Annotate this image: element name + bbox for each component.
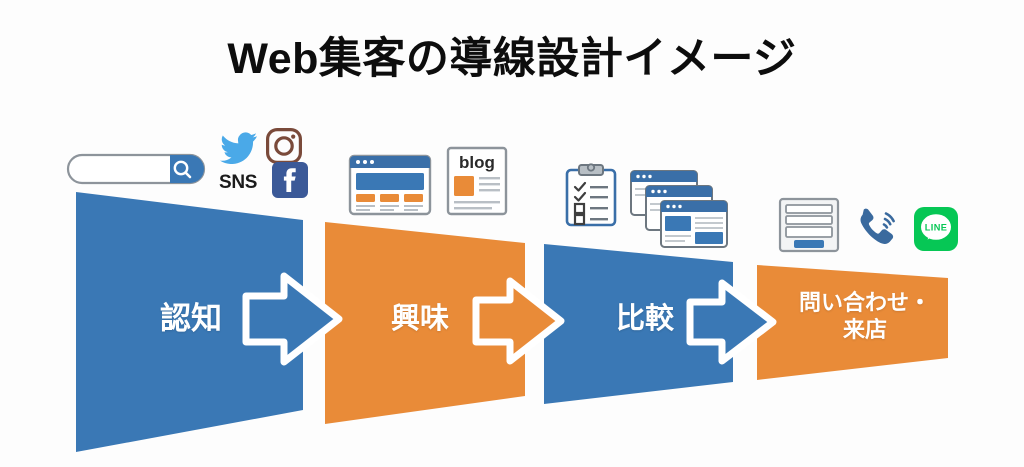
connector-arrow-1	[242, 272, 343, 366]
twitter-icon[interactable]	[220, 132, 258, 169]
page-title: Web集客の導線設計イメージ	[227, 35, 797, 83]
website-icon[interactable]	[348, 154, 432, 221]
checklist-clipboard-icon[interactable]	[565, 163, 617, 232]
funnel-stage-comparison[interactable]	[544, 244, 733, 404]
funnel-stage-conversion[interactable]	[757, 265, 948, 380]
connector-arrow-2	[472, 277, 565, 365]
interest-icon-group: blog	[348, 146, 508, 221]
line-app-icon[interactable]: LINE	[914, 207, 958, 256]
facebook-icon[interactable]	[272, 162, 308, 203]
awareness-icon-group: SNS	[66, 128, 308, 198]
blog-icon[interactable]: blog	[446, 146, 508, 221]
funnel-stage-interest[interactable]	[325, 222, 525, 424]
conversion-icon-group: LINE	[778, 197, 958, 258]
blog-icon-text: blog	[459, 153, 495, 172]
sns-caption-label: SNS	[219, 172, 258, 193]
comparison-icon-group	[565, 163, 729, 254]
search-bar-icon[interactable]	[66, 152, 206, 191]
connector-arrow-3	[686, 279, 777, 365]
line-icon-text: LINE	[925, 222, 948, 232]
funnel-stage-awareness[interactable]	[76, 192, 303, 452]
ringing-phone-icon[interactable]	[854, 205, 900, 256]
stacked-windows-icon[interactable]	[629, 169, 729, 254]
contact-form-icon[interactable]	[778, 197, 840, 258]
